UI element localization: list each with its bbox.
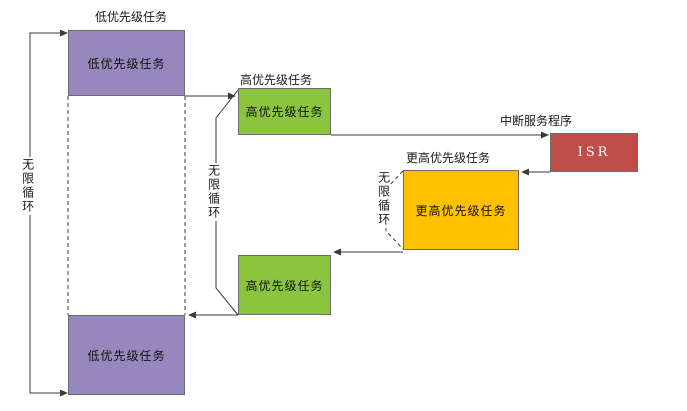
arrow-high-to-low — [188, 311, 238, 319]
box-isr: ISR — [550, 133, 638, 172]
caption-interrupt-service: 中断服务程序 — [500, 114, 573, 128]
caption-high-priority-task: 高优先级任务 — [240, 73, 313, 87]
arrow-isr-to-higher — [521, 168, 550, 176]
loop-label-middle: 无限循环 — [206, 163, 221, 221]
caption-higher-priority-task: 更高优先级任务 — [406, 151, 491, 165]
arrow-higher-to-high — [333, 248, 403, 256]
loop-label-left: 无限循环 — [20, 157, 35, 215]
loop-label-right: 无限循环 — [376, 170, 391, 228]
low-priority-suspended-dashes — [67, 96, 186, 315]
box-high-priority-task-bottom: 高优先级任务 — [238, 255, 331, 315]
arrow-high-to-isr — [331, 131, 549, 139]
box-low-priority-task-top: 低优先级任务 — [68, 30, 185, 96]
loop-bracket-left — [29, 29, 68, 397]
box-low-priority-task-bottom: 低优先级任务 — [68, 315, 185, 395]
box-higher-priority-task: 更高优先级任务 — [403, 170, 519, 250]
arrow-low-to-high — [185, 92, 236, 100]
box-high-priority-task-top: 高优先级任务 — [238, 88, 331, 135]
caption-low-priority-task: 低优先级任务 — [95, 10, 168, 24]
